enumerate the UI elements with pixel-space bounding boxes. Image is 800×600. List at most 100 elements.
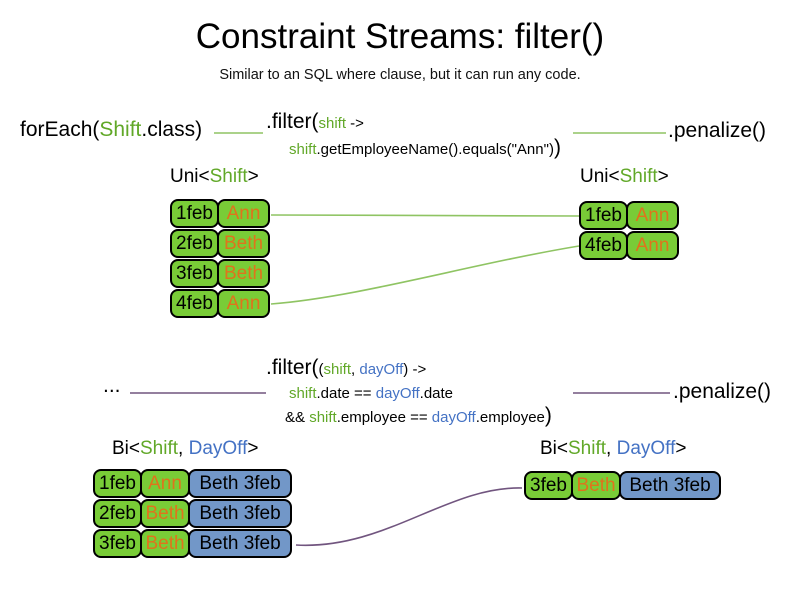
penalize-call-bi: .penalize() xyxy=(673,380,772,403)
code-token: forEach( xyxy=(20,118,100,141)
uni-left-table: 1feb Ann 2feb Beth 3feb Beth 4feb Ann xyxy=(170,199,270,319)
code-token: .employee xyxy=(475,409,545,426)
table-row: 2feb Beth Beth 3feb xyxy=(93,499,292,528)
lambda-param-token: shift xyxy=(318,115,347,132)
filter-signature: .filter((shift, dayOff) -> xyxy=(266,355,552,383)
type-token: > xyxy=(675,438,687,459)
type-token: > xyxy=(247,438,259,459)
type-token: > xyxy=(657,166,669,187)
dayoff-pair-cell: Beth 3feb xyxy=(188,499,292,528)
code-token: .employee == xyxy=(336,409,432,426)
table-row: 2feb Beth xyxy=(170,229,270,258)
code-token: ) xyxy=(403,361,409,378)
type-token: , xyxy=(178,438,189,459)
shift-date-cell: 4feb xyxy=(170,289,219,318)
uni-right-type-header: Uni<Shift> xyxy=(580,166,669,188)
dayoff-pair-cell: Beth 3feb xyxy=(619,471,721,500)
row-1feb-match-line xyxy=(270,214,580,217)
shift-employee-cell: Ann xyxy=(626,201,679,230)
uni-right-table: 1feb Ann 4feb Ann xyxy=(579,201,679,261)
shift-type-token: Shift xyxy=(140,438,179,459)
shift-employee-cell: Ann xyxy=(626,231,679,260)
lambda-param-token: shift xyxy=(323,361,352,378)
table-row: 3feb Beth Beth 3feb xyxy=(524,471,721,500)
page-title: Constraint Streams: filter() xyxy=(195,17,605,56)
shift-date-cell: 4feb xyxy=(579,231,628,260)
close-paren-token: ) xyxy=(544,404,552,427)
table-row: 1feb Ann Beth 3feb xyxy=(93,469,292,498)
filter-method-token: .filter( xyxy=(266,356,319,379)
code-token: , xyxy=(351,361,360,378)
code-token: && xyxy=(285,409,310,426)
dayoff-type-token: DayOff xyxy=(616,438,676,459)
penalize-call-uni: .penalize() xyxy=(668,119,767,142)
type-token: Bi< xyxy=(540,438,568,459)
shift-class-token: Shift xyxy=(99,118,142,141)
code-token: ( xyxy=(318,361,324,378)
code-token: .date == xyxy=(316,385,376,402)
shift-date-cell: 3feb xyxy=(170,259,219,288)
type-token: Uni< xyxy=(170,166,210,187)
lambda-param-token: dayOff xyxy=(359,361,404,378)
shift-employee-cell: Beth xyxy=(217,229,270,258)
shift-date-cell: 3feb xyxy=(93,529,142,558)
shift-employee-cell: Beth xyxy=(571,471,621,500)
shift-employee-cell: Ann xyxy=(140,469,190,498)
shift-date-cell: 1feb xyxy=(170,199,219,228)
code-token: .class) xyxy=(141,118,203,141)
shift-date-cell: 3feb xyxy=(524,471,573,500)
filter-body-line2: && shift.employee == dayOff.employee) xyxy=(266,405,552,429)
shift-date-cell: 1feb xyxy=(579,201,628,230)
shift-employee-cell: Beth xyxy=(140,499,190,528)
filter-call-uni: .filter(shift -> shift.getEmployeeName()… xyxy=(266,109,561,161)
page-subtitle: Similar to an SQL where clause, but it c… xyxy=(219,67,581,83)
arrow-token: -> xyxy=(408,361,427,378)
shift-date-cell: 2feb xyxy=(170,229,219,258)
shift-date-cell: 2feb xyxy=(93,499,142,528)
filter-method-token: .filter( xyxy=(266,110,319,133)
shift-date-cell: 1feb xyxy=(93,469,142,498)
table-row: 3feb Beth Beth 3feb xyxy=(93,529,292,558)
foreach-call: forEach(Shift.class) xyxy=(20,118,202,142)
dayoff-type-token: DayOff xyxy=(188,438,248,459)
arrow-token: -> xyxy=(346,115,364,132)
bi-left-table: 1feb Ann Beth 3feb 2feb Beth Beth 3feb 3… xyxy=(93,469,292,559)
row-3feb-match-line xyxy=(295,487,523,546)
shift-employee-cell: Ann xyxy=(217,289,270,318)
shift-employee-cell: Beth xyxy=(140,529,190,558)
filter-body-line1: shift.date == dayOff.date xyxy=(266,383,552,405)
lambda-var-token: shift xyxy=(289,385,317,402)
type-token: Uni< xyxy=(580,166,620,187)
table-row: 1feb Ann xyxy=(170,199,270,228)
filter-body: shift.getEmployeeName().equals("Ann")) xyxy=(266,137,561,161)
filter-call-bi: .filter((shift, dayOff) -> shift.date ==… xyxy=(266,355,552,429)
shift-type-token: Shift xyxy=(568,438,607,459)
dayoff-pair-cell: Beth 3feb xyxy=(188,529,292,558)
bi-left-type-header: Bi<Shift, DayOff> xyxy=(112,438,258,460)
code-token: .getEmployeeName().equals("Ann") xyxy=(316,141,554,158)
lambda-var-token: shift xyxy=(289,141,317,158)
type-token: , xyxy=(606,438,617,459)
bi-right-table: 3feb Beth Beth 3feb xyxy=(524,471,721,501)
type-token: Bi< xyxy=(112,438,140,459)
type-token: > xyxy=(247,166,259,187)
table-row: 1feb Ann xyxy=(579,201,679,230)
lambda-var-token: shift xyxy=(309,409,337,426)
shift-type-token: Shift xyxy=(619,166,658,187)
dayoff-pair-cell: Beth 3feb xyxy=(188,469,292,498)
shift-employee-cell: Beth xyxy=(217,259,270,288)
row-4feb-match-line xyxy=(270,245,580,305)
uni-left-type-header: Uni<Shift> xyxy=(170,166,259,188)
shift-employee-cell: Ann xyxy=(217,199,270,228)
bi-right-type-header: Bi<Shift, DayOff> xyxy=(540,438,686,460)
lambda-var-token: dayOff xyxy=(431,409,476,426)
table-row: 4feb Ann xyxy=(579,231,679,260)
lambda-var-token: dayOff xyxy=(375,385,420,402)
close-paren-token: ) xyxy=(553,136,561,159)
filter-signature: .filter(shift -> xyxy=(266,109,561,137)
code-token: .date xyxy=(419,385,454,402)
table-row: 3feb Beth xyxy=(170,259,270,288)
table-row: 4feb Ann xyxy=(170,289,270,318)
stream-source-ellipsis: ... xyxy=(103,374,121,397)
